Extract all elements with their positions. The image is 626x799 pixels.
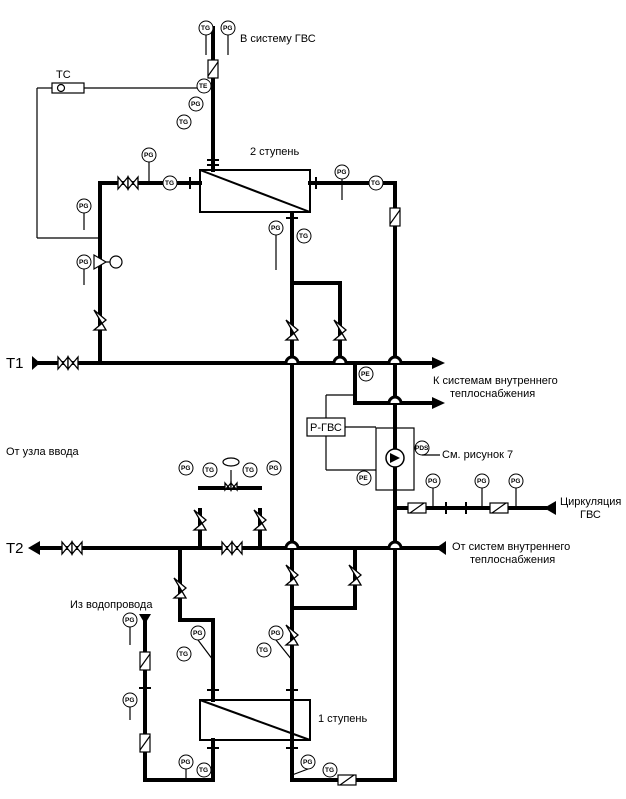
- pg-label: PG: [269, 465, 278, 472]
- tg-label: TG: [199, 767, 208, 774]
- tg-label: TG: [325, 767, 334, 774]
- instrument-stems: [83, 35, 517, 780]
- pg-label: PG: [79, 259, 88, 266]
- pg-label: PG: [181, 759, 190, 766]
- pg-label: PG: [271, 630, 280, 637]
- circulation-label-1: Циркуляция: [560, 496, 621, 508]
- tc-label: ТС: [56, 69, 71, 81]
- pds-label: PDS: [415, 445, 429, 452]
- tg-label: TG: [205, 467, 214, 474]
- tg-label: TG: [259, 647, 268, 654]
- t1-label: Т1: [6, 355, 24, 372]
- mixing-valve-actuator: [222, 457, 240, 483]
- circulation-label-2: ГВС: [580, 509, 601, 521]
- instrument-labels: TG PG TE PG TG PG TG PG TG PG PG PG TG P…: [79, 25, 520, 774]
- regulator-box: Р-ГВС: [306, 394, 376, 471]
- pg-label: PG: [79, 203, 88, 210]
- pe-label: PE: [359, 475, 368, 482]
- pg-label: PG: [125, 697, 134, 704]
- pg-label: PG: [193, 630, 202, 637]
- dhw-out-label: В систему ГВС: [240, 33, 316, 45]
- stage2-label: 2 ступень: [250, 146, 299, 158]
- pg-label: PG: [271, 225, 280, 232]
- flanges: [139, 159, 467, 749]
- see-fig-7-label: См. рисунок 7: [442, 449, 513, 461]
- heat-exchanger-stage-1: [199, 699, 311, 741]
- t2-label: Т2: [6, 540, 24, 557]
- to-internal-label-1: К системам внутреннего: [433, 375, 558, 387]
- from-inlet-label: От узла ввода: [6, 446, 80, 458]
- tg-label: TG: [245, 467, 254, 474]
- heat-exchanger-stage-2: [199, 169, 311, 213]
- pg-label: PG: [428, 478, 437, 485]
- pg-label: PG: [191, 101, 200, 108]
- regulator-label: Р-ГВС: [310, 422, 342, 434]
- to-internal-label-2: теплоснабжения: [450, 388, 535, 400]
- crossovers: [284, 355, 403, 549]
- tg-label: TG: [299, 233, 308, 240]
- from-internal-label-2: теплоснабжения: [470, 554, 555, 566]
- stage1-label: 1 ступень: [318, 713, 367, 725]
- tg-label: TG: [179, 651, 188, 658]
- tg-label: TG: [201, 25, 210, 32]
- temperature-controller: ТС: [36, 69, 202, 239]
- circulation-pump: [375, 427, 415, 491]
- pg-label: PG: [303, 759, 312, 766]
- control-valve-motor: [93, 253, 123, 271]
- tg-label: TG: [165, 180, 174, 187]
- t1-header: [32, 356, 445, 370]
- te-label: TE: [199, 83, 208, 90]
- tg-label: TG: [371, 180, 380, 187]
- tg-label: TG: [179, 119, 188, 126]
- valves: [57, 175, 363, 646]
- from-internal-label-1: От систем внутреннего: [452, 541, 570, 553]
- pg-label: PG: [144, 152, 153, 159]
- pg-label: PG: [125, 617, 134, 624]
- from-water-label: Из водопровода: [70, 599, 153, 611]
- pg-label: PG: [181, 465, 190, 472]
- pg-label: PG: [223, 25, 232, 32]
- pg-label: PG: [477, 478, 486, 485]
- flow-meters: [139, 59, 509, 786]
- pg-label: PG: [337, 169, 346, 176]
- pg-label: PG: [511, 478, 520, 485]
- pe-label: PE: [361, 371, 370, 378]
